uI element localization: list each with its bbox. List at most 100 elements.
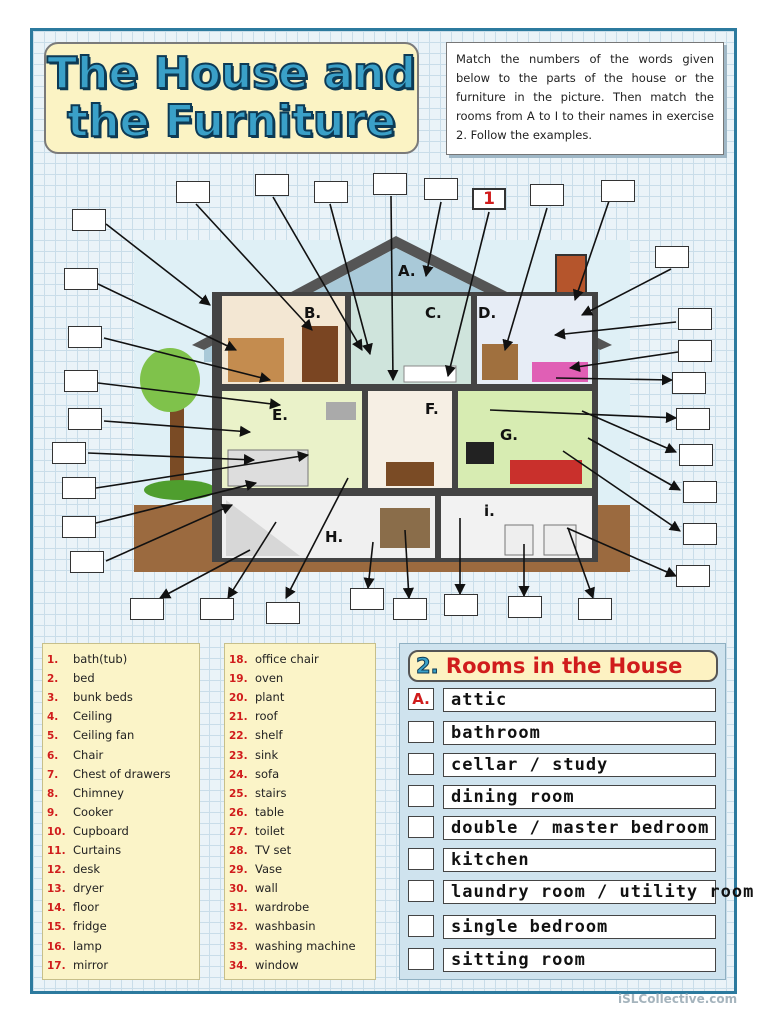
word-text: wall [255,881,278,896]
room-name: double / master bedroom [443,816,716,840]
answer-box[interactable] [508,596,542,618]
word-number: 13. [47,883,66,896]
word-number: 2. [47,673,59,686]
word-text: Chair [73,747,104,762]
word-number: 15. [47,921,66,934]
answer-box[interactable] [444,594,478,616]
word-number: 31. [229,902,248,915]
answer-box[interactable] [68,326,102,348]
room-letter-i: i. [484,502,495,520]
answer-box[interactable] [373,173,407,195]
word-list-item: 27.toilet [229,824,285,838]
room-letter-box[interactable] [408,785,434,807]
word-number: 29. [229,864,248,877]
word-number: 19. [229,673,248,686]
footer-watermark: iSLCollective.com [618,992,738,1006]
answer-box[interactable] [683,523,717,545]
room-letter-box[interactable] [408,816,434,838]
word-number: 9. [47,806,59,819]
word-list-panel-right [224,643,376,980]
answer-box[interactable] [62,477,96,499]
word-text: mirror [73,957,109,972]
room-letter-box[interactable] [408,880,434,902]
answer-box[interactable] [64,268,98,290]
answer-box[interactable] [266,602,300,624]
room-letter-box[interactable] [408,948,434,970]
answer-box[interactable] [424,178,458,200]
room-name: laundry room / utility room [443,880,753,904]
word-number: 14. [47,902,66,915]
word-text: roof [255,709,278,724]
word-number: 25. [229,787,248,800]
word-number: 34. [229,959,248,972]
cooker-hood [326,402,356,420]
word-list-item: 23.sink [229,748,278,762]
word-list-item: 2.bed [47,671,95,685]
word-list-item: 6. Chair [47,748,103,762]
answer-box[interactable] [314,181,348,203]
word-list-item: 30.wall [229,881,278,895]
answer-box[interactable] [672,372,706,394]
word-number: 28. [229,845,248,857]
word-number: 8. [47,787,59,800]
answer-box[interactable] [255,174,289,196]
room-name: cellar / study [443,753,716,777]
bathtub [403,365,457,383]
word-number: 6. [47,749,59,762]
washing-machine [504,524,534,556]
word-list-item: 15.fridge [47,919,107,933]
room-letter-box[interactable] [408,848,434,870]
room-letter-box[interactable] [408,721,434,743]
answer-box[interactable] [176,181,210,203]
answer-box[interactable] [72,209,106,231]
word-text: office chair [255,652,319,666]
rooms-title: 2. Rooms in the House [408,650,718,682]
word-text: Ceiling fan [73,728,135,743]
room-name: bathroom [443,721,716,745]
answer-box[interactable] [70,551,104,573]
word-number: 22. [229,730,248,743]
answer-box[interactable] [678,340,712,362]
room-name: attic [443,688,716,712]
word-text: shelf [255,728,283,743]
word-text: washing machine [255,938,356,953]
answer-box[interactable] [52,442,86,464]
room-letter-box[interactable] [408,753,434,775]
room-letter-h: H. [325,528,343,546]
answer-box[interactable] [655,246,689,268]
word-list-item: 21.roof [229,709,278,723]
answer-box[interactable] [200,598,234,620]
word-number: 26. [229,806,248,819]
answer-box[interactable] [601,180,635,202]
room-letter-box[interactable] [408,915,434,937]
answer-box[interactable] [64,370,98,392]
answer-box[interactable] [683,481,717,503]
answer-box[interactable] [393,598,427,620]
answer-box[interactable] [676,565,710,587]
answer-box[interactable] [679,444,713,466]
answer-box[interactable] [130,598,164,620]
word-text: window [255,957,299,972]
word-number: 18. [229,654,248,666]
word-list-item: 28.TV set [229,843,291,857]
answer-box[interactable] [350,588,384,610]
word-list-item: 1.bath(tub) [47,652,127,666]
answer-box[interactable] [676,408,710,430]
room-letter-b: B. [304,304,321,322]
answer-box[interactable] [62,516,96,538]
word-list-item: 8.Chimney [47,786,124,800]
word-text: floor [73,900,100,915]
tv-set [466,442,494,464]
answer-box[interactable] [530,184,564,206]
word-list-item: 34. window [229,958,299,972]
answer-box[interactable] [68,408,102,430]
answer-box[interactable] [578,598,612,620]
word-text: wardrobe [255,900,310,915]
answer-box[interactable] [678,308,712,330]
word-number: 3. [47,692,59,705]
word-number: 4. [47,711,59,724]
pointer-arrows [87,195,681,600]
word-text: Cooker [73,804,114,819]
rooms-section-number: 2. [416,654,440,679]
word-text: Ceiling [73,709,113,724]
